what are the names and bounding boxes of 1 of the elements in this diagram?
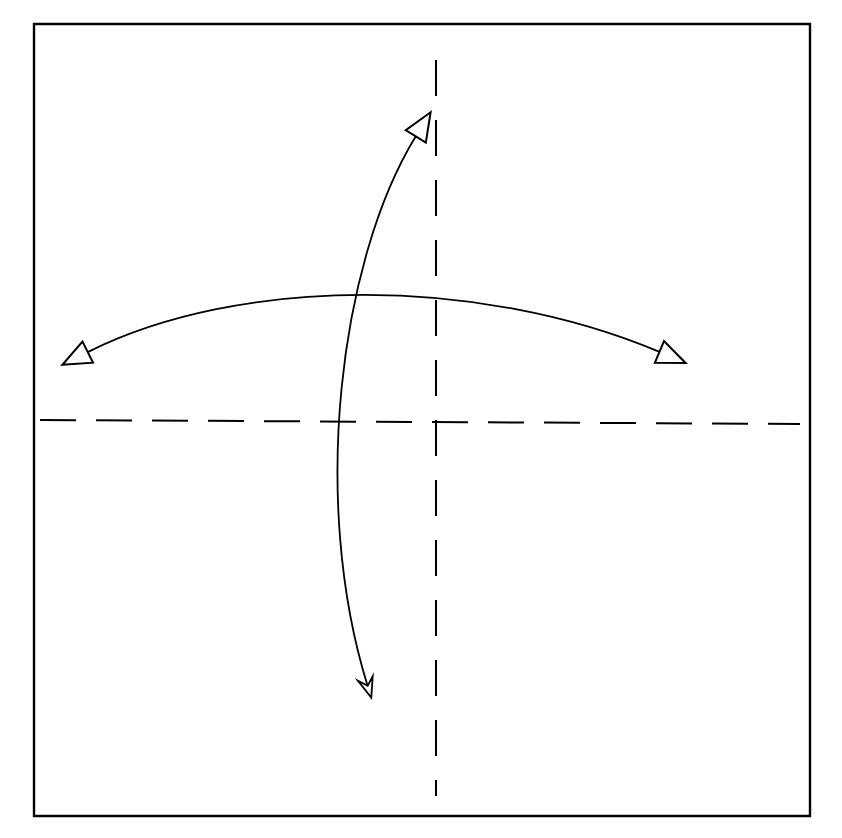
paper-square xyxy=(32,22,812,818)
